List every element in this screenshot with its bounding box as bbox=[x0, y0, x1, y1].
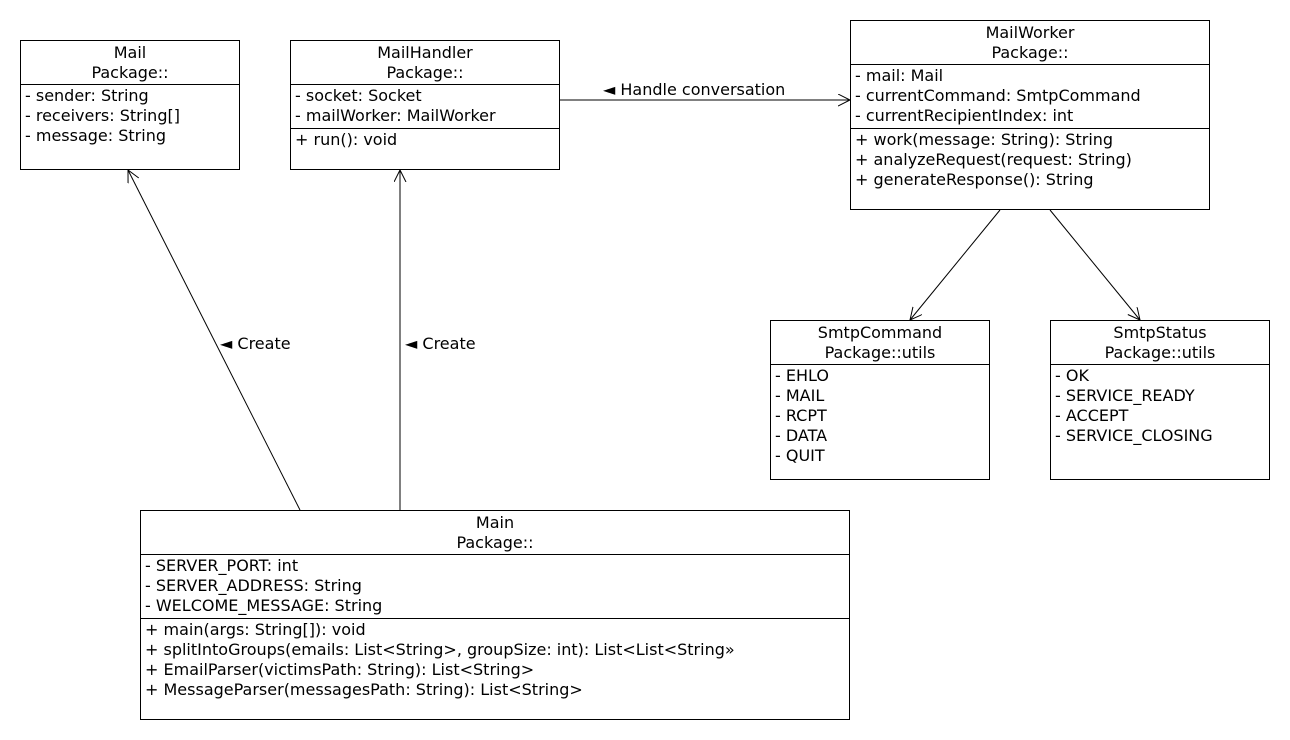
attribute-line: - DATA bbox=[775, 426, 828, 445]
operation-line: + generateResponse(): String bbox=[855, 170, 1094, 189]
attribute-line: - socket: Socket bbox=[295, 86, 422, 105]
attributes-section: - OK- SERVICE_READY- ACCEPT- SERVICE_CLO… bbox=[1051, 365, 1269, 448]
attribute-line: - SERVER_PORT: int bbox=[145, 556, 299, 575]
class-smtpstatus: SmtpStatus Package::utils - OK- SERVICE_… bbox=[1050, 320, 1270, 480]
create-handler-label: ◄ Create bbox=[405, 334, 476, 353]
attribute-line: - receivers: String[] bbox=[25, 106, 180, 125]
attribute-line: - mailWorker: MailWorker bbox=[295, 106, 496, 125]
class-package: Package::utils bbox=[824, 343, 936, 362]
class-mail: Mail Package:: - sender: String- receive… bbox=[20, 40, 240, 170]
operation-line: + analyzeRequest(request: String) bbox=[855, 150, 1132, 169]
attribute-line: - SERVICE_CLOSING bbox=[1055, 426, 1213, 445]
attribute-line: - ACCEPT bbox=[1055, 406, 1129, 425]
edge-mailworker-to-smtpcommand bbox=[910, 209, 1001, 320]
attributes-section: - socket: Socket- mailWorker: MailWorker bbox=[291, 85, 559, 129]
attribute-line: - RCPT bbox=[775, 406, 827, 425]
operation-line: + EmailParser(victimsPath: String): List… bbox=[145, 660, 535, 679]
class-smtpcommand: SmtpCommand Package::utils - EHLO- MAIL-… bbox=[770, 320, 990, 480]
attribute-line: - sender: String bbox=[25, 86, 149, 105]
class-package: Package:: bbox=[456, 533, 534, 552]
class-name: MailWorker bbox=[985, 23, 1075, 42]
edge-mailworker-to-smtpstatus bbox=[1049, 209, 1140, 320]
operation-line: + work(message: String): String bbox=[855, 130, 1114, 149]
class-main: Main Package:: - SERVER_PORT: int- SERVE… bbox=[140, 510, 850, 720]
class-mailworker: MailWorker Package:: - mail: Mail- curre… bbox=[850, 20, 1210, 210]
operation-line: + splitIntoGroups(emails: List<String>, … bbox=[145, 640, 735, 659]
class-mailhandler: MailHandler Package:: - socket: Socket- … bbox=[290, 40, 560, 170]
class-package: Package:: bbox=[386, 63, 464, 82]
class-name: Main bbox=[475, 513, 515, 532]
attribute-line: - SERVER_ADDRESS: String bbox=[145, 576, 362, 595]
attribute-line: - QUIT bbox=[775, 446, 825, 465]
class-name: SmtpStatus bbox=[1113, 323, 1207, 342]
operations-section: + run(): void bbox=[291, 129, 559, 152]
class-header: MailHandler Package:: bbox=[291, 41, 559, 85]
class-header: SmtpStatus Package::utils bbox=[1051, 321, 1269, 365]
attribute-line: - currentRecipientIndex: int bbox=[855, 106, 1074, 125]
class-package: Package:: bbox=[91, 63, 169, 82]
attributes-section: - mail: Mail- currentCommand: SmtpComman… bbox=[851, 65, 1209, 129]
class-header: SmtpCommand Package::utils bbox=[771, 321, 989, 365]
class-name: Mail bbox=[113, 43, 147, 62]
class-package: Package::utils bbox=[1104, 343, 1216, 362]
class-name: MailHandler bbox=[377, 43, 473, 62]
operation-line: + MessageParser(messagesPath: String): L… bbox=[145, 680, 583, 699]
edge-main-to-mail bbox=[128, 170, 301, 511]
attributes-section: - sender: String- receivers: String[]- m… bbox=[21, 85, 239, 148]
class-name: SmtpCommand bbox=[817, 323, 943, 342]
class-header: MailWorker Package:: bbox=[851, 21, 1209, 65]
attribute-line: - OK bbox=[1055, 366, 1089, 385]
class-header: Main Package:: bbox=[141, 511, 849, 555]
operation-line: + run(): void bbox=[295, 130, 398, 149]
attribute-line: - mail: Mail bbox=[855, 66, 944, 85]
create-mail-label: ◄ Create bbox=[220, 334, 291, 353]
class-header: Mail Package:: bbox=[21, 41, 239, 85]
attribute-line: - currentCommand: SmtpCommand bbox=[855, 86, 1141, 105]
attribute-line: - EHLO bbox=[775, 366, 829, 385]
attribute-line: - WELCOME_MESSAGE: String bbox=[145, 596, 383, 615]
operation-line: + main(args: String[]): void bbox=[145, 620, 366, 639]
handle-conversation-label: ◄ Handle conversation bbox=[603, 80, 786, 99]
attributes-section: - EHLO- MAIL- RCPT- DATA- QUIT bbox=[771, 365, 989, 468]
attribute-line: - SERVICE_READY bbox=[1055, 386, 1195, 405]
class-package: Package:: bbox=[991, 43, 1069, 62]
attributes-section: - SERVER_PORT: int- SERVER_ADDRESS: Stri… bbox=[141, 555, 849, 619]
attribute-line: - MAIL bbox=[775, 386, 825, 405]
operations-section: + main(args: String[]): void+ splitIntoG… bbox=[141, 619, 849, 702]
attribute-line: - message: String bbox=[25, 126, 166, 145]
operations-section: + work(message: String): String+ analyze… bbox=[851, 129, 1209, 192]
